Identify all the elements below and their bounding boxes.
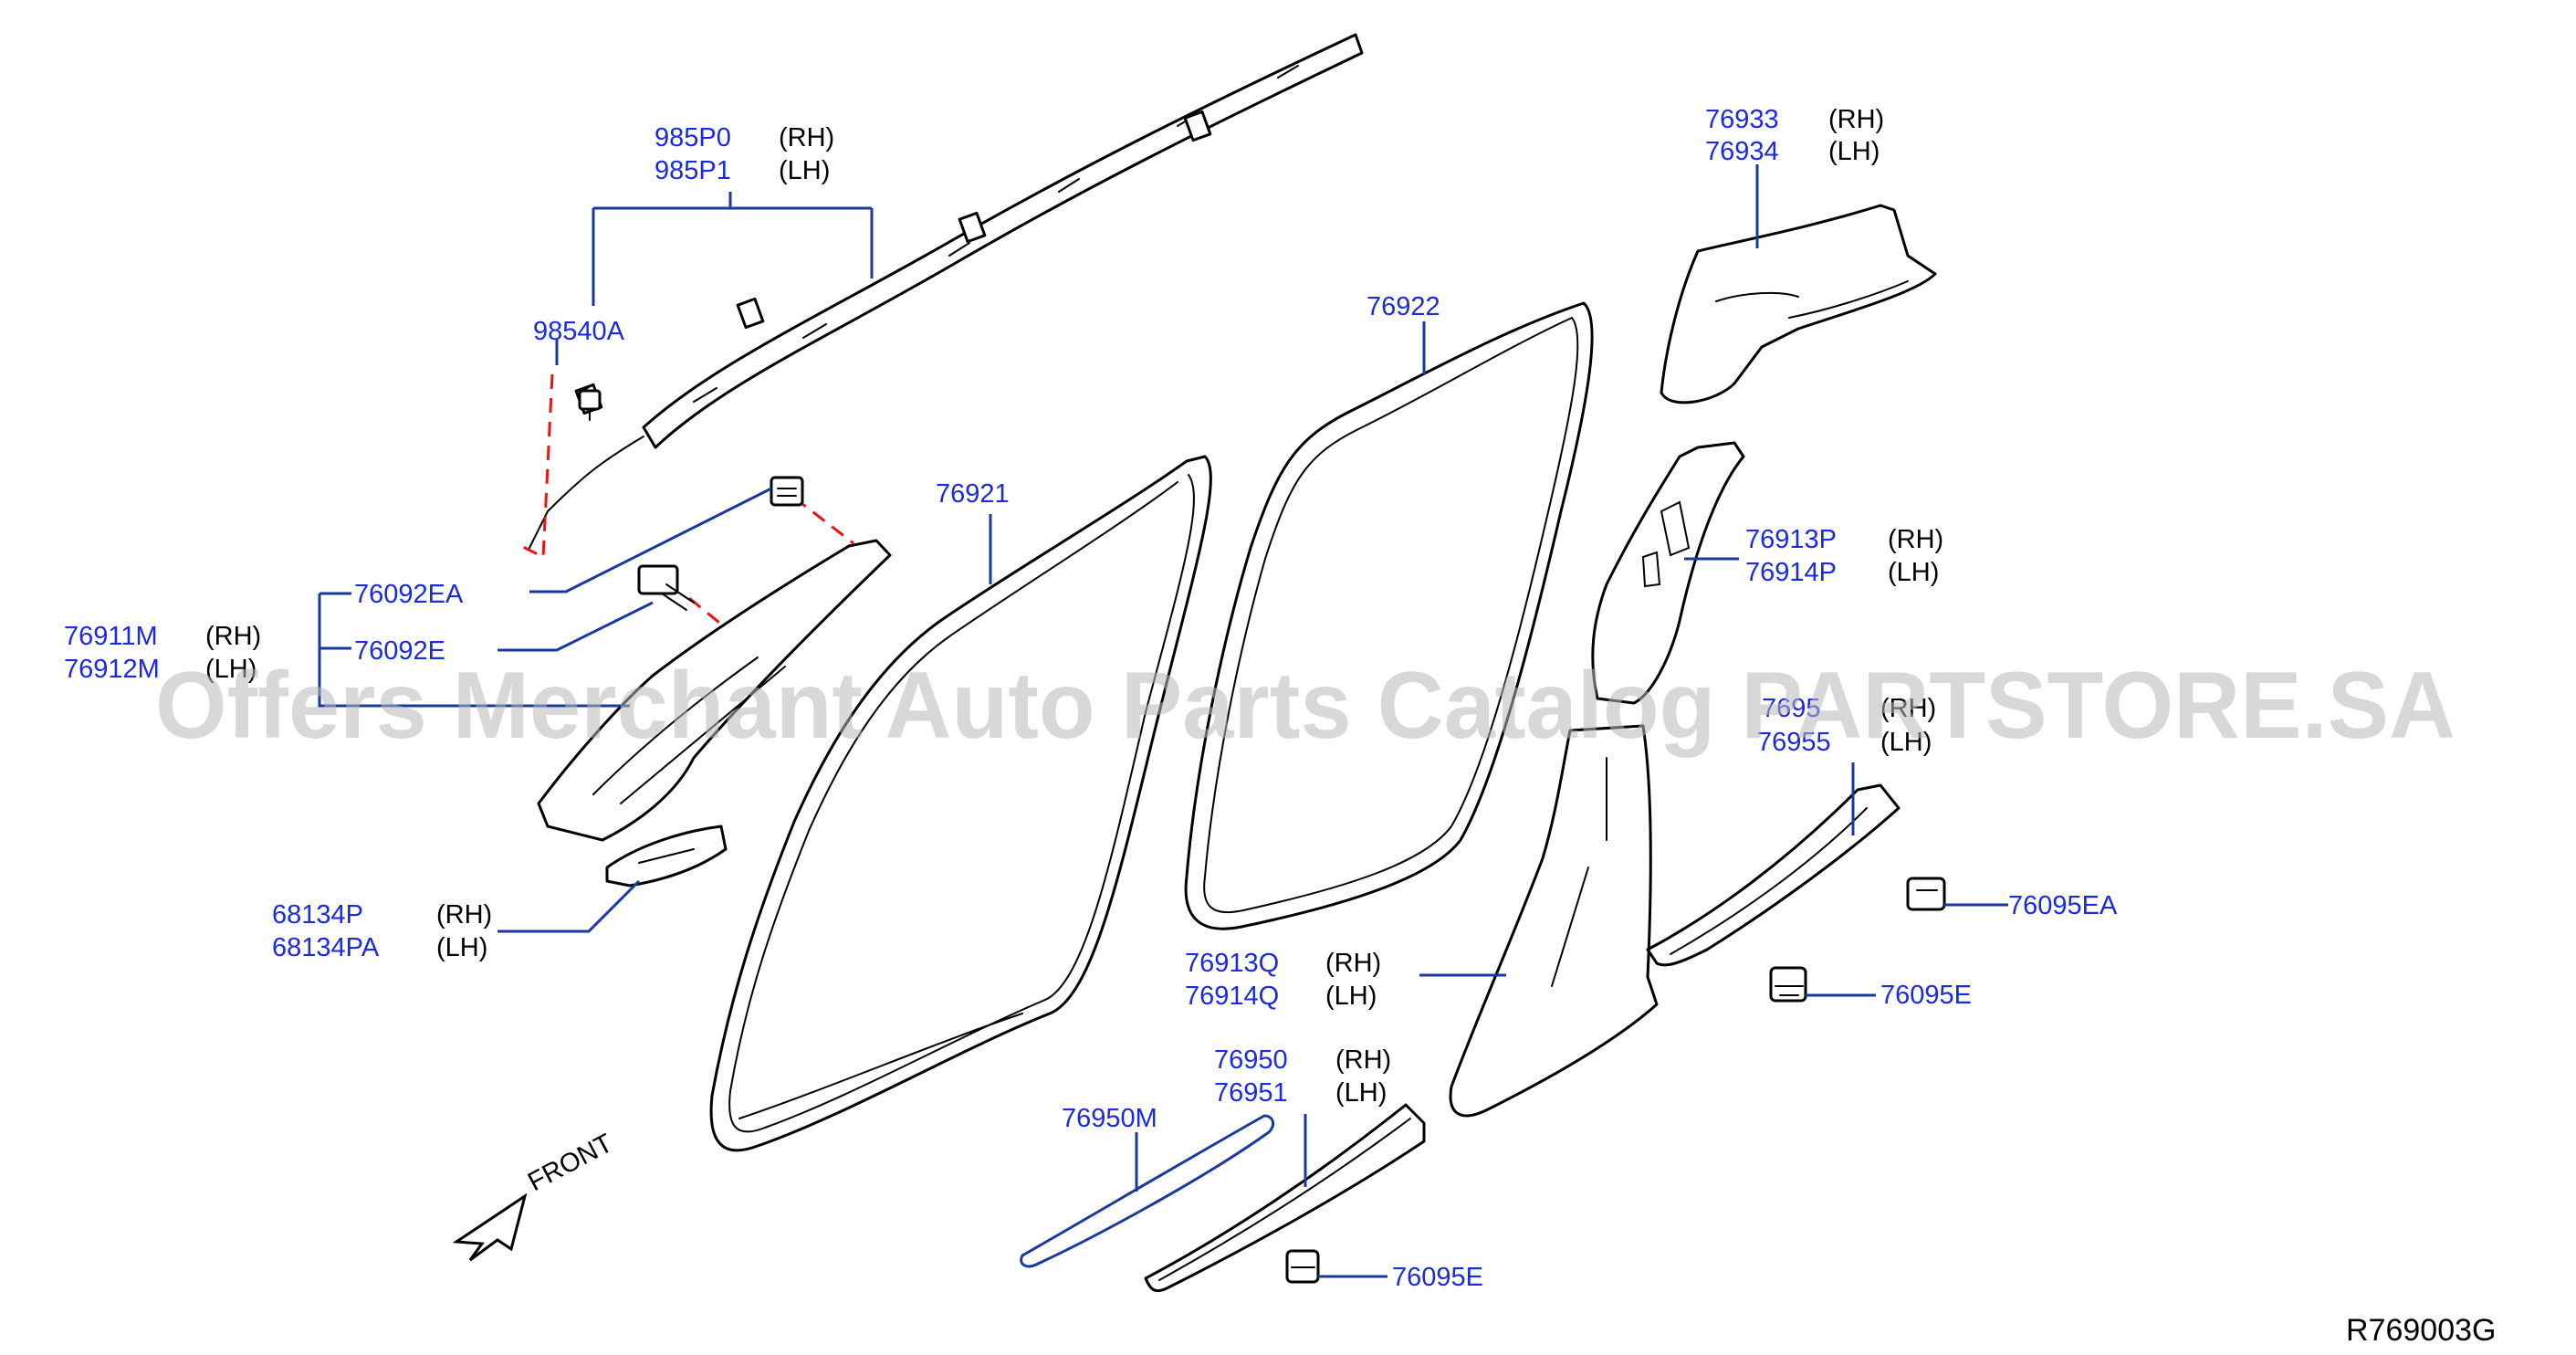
callout-76095e-bottom: 76095E: [1392, 1263, 1483, 1292]
callout-76921: 76921: [936, 479, 1010, 509]
part-number-7695: 7695: [1762, 694, 1821, 723]
part-number-985p1: 985P1: [654, 156, 731, 185]
callout-76922: 76922: [1367, 292, 1440, 321]
part-number-98540a: 98540A: [533, 317, 625, 346]
callout-76095ea: 76095EA: [2008, 891, 2118, 920]
part-number-76921: 76921: [936, 479, 1010, 509]
side-76951: (LH): [1335, 1078, 1387, 1108]
part-front-pillar-garnish: [537, 539, 892, 842]
part-number-76092e: 76092E: [354, 636, 445, 666]
part-bolt: [576, 386, 602, 421]
callout-76911m: 76911M (RH) 76912M (LH): [64, 622, 261, 684]
callout-76092ea: 76092EA: [354, 580, 464, 609]
side-76911m: (RH): [205, 622, 261, 651]
part-number-76922: 76922: [1367, 292, 1440, 321]
part-number-68134p: 68134P: [272, 900, 363, 930]
part-number-76095ea: 76095EA: [2008, 891, 2118, 920]
part-number-76950: 76950: [1214, 1045, 1288, 1075]
side-76913q: (RH): [1325, 949, 1381, 978]
side-76912m: (LH): [205, 655, 257, 684]
callout-76095e-right: 76095E: [1880, 981, 1972, 1010]
part-number-76913q: 76913Q: [1185, 949, 1279, 978]
part-dash-side-finisher: [605, 825, 728, 888]
part-number-76955: 76955: [1757, 728, 1831, 757]
side-7695: (RH): [1880, 694, 1936, 723]
part-number-76914q: 76914Q: [1185, 982, 1279, 1011]
part-number-68134pa: 68134PA: [272, 933, 380, 962]
callout-985p: 985P0 (RH) 985P1 (LH): [654, 123, 834, 185]
side-76913p: (RH): [1888, 525, 1943, 554]
part-number-76911m: 76911M: [64, 622, 158, 651]
part-curtain-airbag: [529, 33, 1364, 549]
leader-lines: [318, 164, 2008, 1278]
part-number-76095e-bottom: 76095E: [1392, 1263, 1483, 1292]
callout-76933: 76933 (RH) 76934 (LH): [1705, 105, 1884, 166]
callout-76954: 7695 (RH) 76955 (LH): [1757, 694, 1936, 757]
side-985p1: (LH): [779, 156, 830, 185]
callout-68134p: 68134P (RH) 68134PA (LH): [272, 900, 492, 962]
diagram-code: R769003G: [2346, 1313, 2496, 1348]
callout-76950m: 76950M: [1062, 1104, 1157, 1133]
side-76914q: (LH): [1325, 982, 1377, 1011]
side-76914p: (LH): [1888, 558, 1939, 587]
callout-98540a: 98540A: [533, 317, 625, 346]
part-number-76951: 76951: [1214, 1078, 1288, 1108]
part-number-76095e-right: 76095E: [1880, 981, 1972, 1010]
part-clip-76095ea: [1906, 877, 1946, 911]
part-number-76934: 76934: [1705, 137, 1779, 166]
watermark: Offers Merchant Auto Parts Catalog PARTS…: [155, 653, 2456, 759]
part-rear-pillar-garnish: [1660, 204, 1937, 404]
part-rear-kicking-plate: [1646, 783, 1901, 967]
part-number-76914p: 76914P: [1745, 558, 1837, 587]
part-number-76933: 76933: [1705, 105, 1779, 134]
part-center-pillar-upper: [1591, 441, 1745, 705]
part-number-76913p: 76913P: [1745, 525, 1837, 554]
part-clip-upper: [770, 476, 804, 507]
callout-76092e: 76092E: [354, 636, 445, 666]
part-number-76092ea: 76092EA: [354, 580, 464, 609]
part-center-pillar-lower: [1449, 724, 1659, 1118]
callout-76950: 76950 (RH) 76951 (LH): [1214, 1045, 1391, 1108]
callout-76913q: 76913Q (RH) 76914Q (LH): [1185, 949, 1381, 1011]
front-label: FRONT: [523, 1129, 617, 1197]
side-76933: (RH): [1828, 105, 1884, 134]
part-front-kicking-plate: [1144, 1103, 1426, 1293]
part-rear-door-weatherstrip: [1184, 301, 1594, 930]
part-number-76950m: 76950M: [1062, 1104, 1157, 1133]
part-clip-lower: [637, 564, 695, 611]
part-number-985p0: 985P0: [654, 123, 731, 152]
dashed-guides: [515, 373, 854, 648]
side-76950: (RH): [1335, 1045, 1391, 1075]
front-direction-arrow: FRONT: [452, 1129, 618, 1262]
part-clip-76095e-bottom: [1285, 1249, 1320, 1284]
part-number-76912m: 76912M: [64, 655, 160, 684]
side-76934: (LH): [1828, 137, 1880, 166]
side-76955: (LH): [1880, 728, 1932, 757]
callout-76913p: 76913P (RH) 76914P (LH): [1745, 525, 1943, 587]
part-front-door-weatherstrip: [709, 455, 1212, 1152]
side-68134pa: (LH): [436, 933, 487, 962]
side-985p0: (RH): [779, 123, 834, 152]
part-clip-76095e-right: [1769, 966, 1807, 1003]
side-68134p: (RH): [436, 900, 492, 930]
